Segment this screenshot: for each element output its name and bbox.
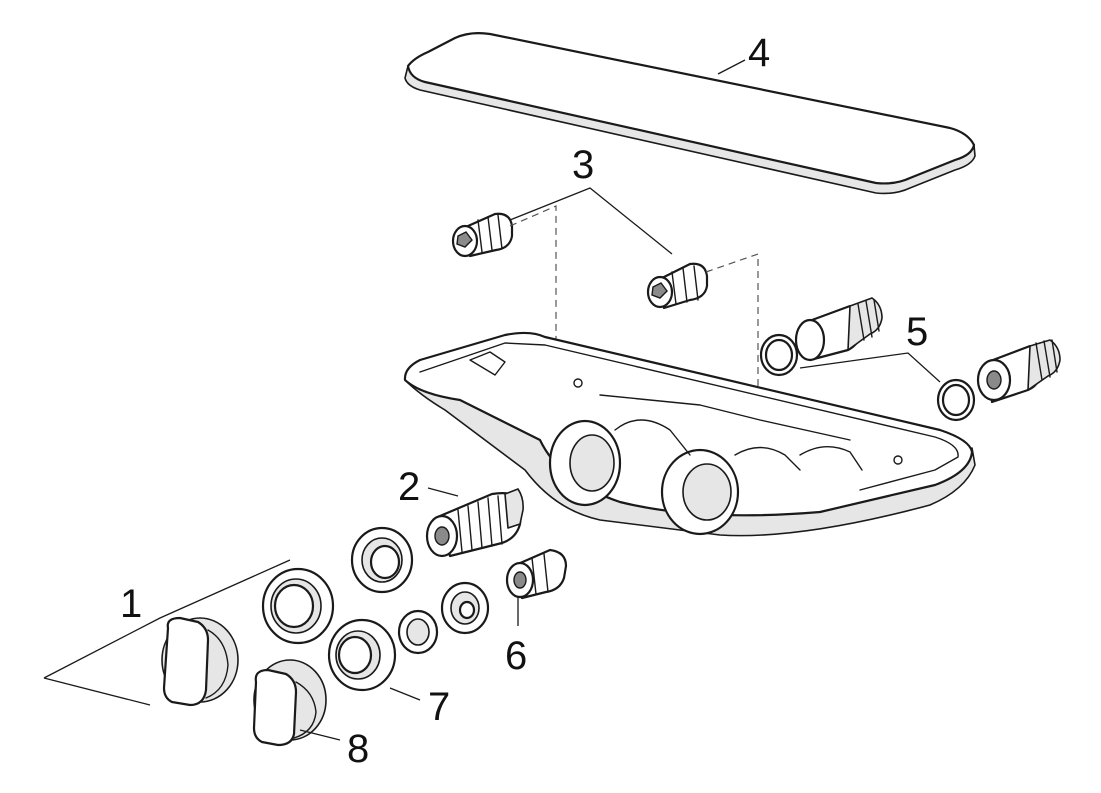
leader-2	[427, 487, 459, 497]
callout-7: 7	[428, 685, 450, 729]
temperature-handle	[161, 616, 239, 707]
leader-5	[799, 352, 941, 383]
check-valve-right	[646, 262, 709, 310]
leader-4	[717, 59, 746, 75]
flow-cartridge	[505, 548, 568, 600]
hex-nut	[397, 609, 439, 655]
leader-7	[389, 687, 421, 701]
leader-8	[299, 729, 341, 741]
callout-6: 6	[505, 634, 527, 678]
leader-3	[509, 187, 673, 255]
check-valve-left	[451, 212, 514, 258]
thermostatic-cartridge	[425, 488, 524, 558]
dash-line-right	[705, 253, 759, 420]
leader-1	[43, 559, 291, 706]
callout-1: 1	[120, 582, 142, 626]
flow-handle	[252, 659, 327, 747]
callout-5: 5	[906, 310, 928, 354]
callout-3: 3	[572, 143, 594, 187]
threaded-ring-upper	[350, 526, 414, 594]
connector-upper	[759, 297, 883, 377]
callout-4: 4	[748, 31, 770, 75]
mixer-housing	[403, 331, 976, 537]
handle-sleeve	[261, 567, 335, 645]
callout-8: 8	[347, 727, 369, 771]
callout-2: 2	[398, 465, 420, 509]
connector-lower	[936, 339, 1061, 422]
retaining-ring	[327, 618, 397, 692]
cover-plate	[404, 32, 976, 195]
adapter-ring	[440, 581, 490, 635]
